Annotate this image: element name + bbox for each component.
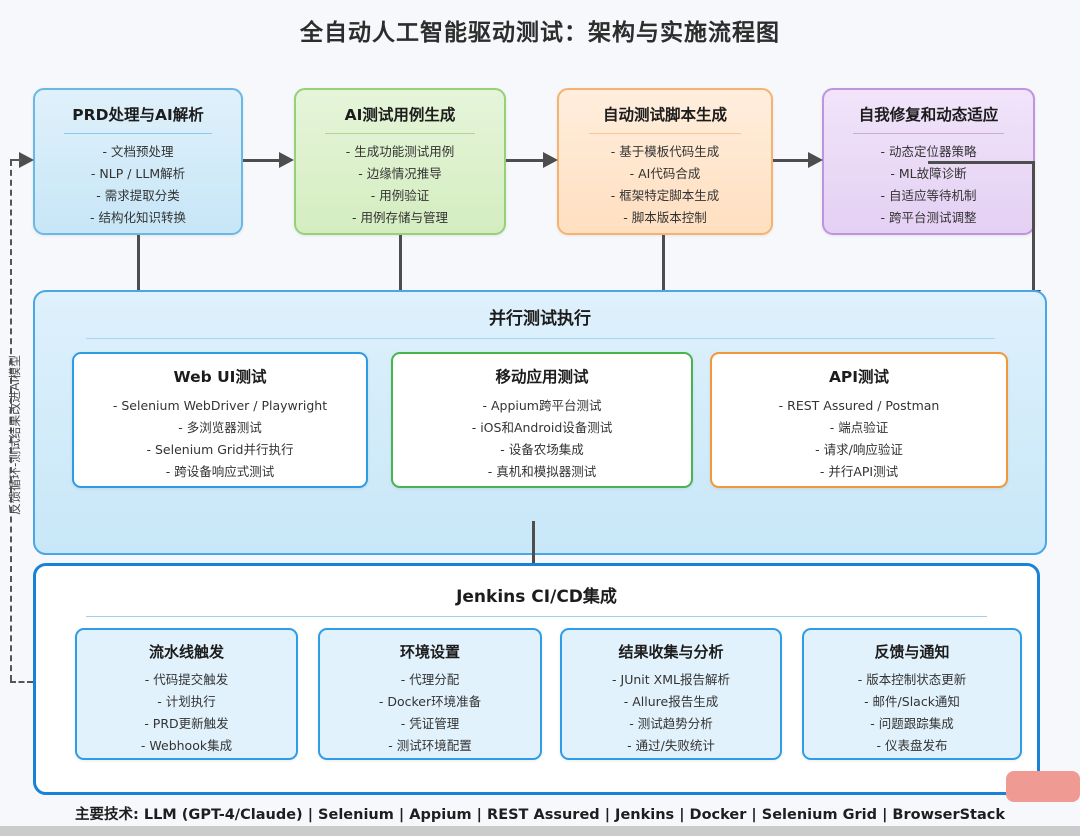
list-item: - 结构化知识转换 (90, 210, 186, 225)
list-item: - 测试环境配置 (388, 738, 472, 753)
list-item: - 文档预处理 (102, 144, 174, 159)
list-item: - REST Assured / Postman (778, 398, 940, 413)
list-item: - 需求提取分类 (96, 188, 180, 203)
results-analysis-box: 结果收集与分析 - JUnit XML报告解析 - Allure报告生成 - 测… (560, 628, 782, 760)
list-item: - 跨设备响应式测试 (165, 464, 275, 479)
list-item: - NLP / LLM解析 (90, 166, 186, 181)
self-healing-title: 自我修复和动态适应 (858, 106, 999, 124)
list-item: - 自适应等待机制 (880, 188, 977, 203)
arrow-line (243, 159, 280, 162)
list-item: - 基于模板代码生成 (610, 144, 720, 159)
pipeline-trigger-title: 流水线触发 (148, 643, 224, 661)
arrow-line (506, 159, 545, 162)
prd-parsing-title: PRD处理与AI解析 (72, 106, 204, 124)
list-item: - 通过/失败统计 (627, 738, 715, 753)
list-item: - 版本控制状态更新 (857, 672, 967, 687)
list-item: - Selenium WebDriver / Playwright (112, 398, 328, 413)
list-item: - Allure报告生成 (623, 694, 719, 709)
list-item: - Webhook集成 (140, 738, 233, 753)
mobile-testing-box: 移动应用测试 - Appium跨平台测试 - iOS和Android设备测试 -… (391, 352, 693, 488)
page-title: 全自动人工智能驱动测试：架构与实施流程图 (300, 20, 780, 46)
arrow-line (137, 235, 140, 297)
mobile-testing-title: 移动应用测试 (495, 368, 589, 386)
list-item: - 边缘情况推导 (358, 166, 442, 181)
list-item: - 框架特定脚本生成 (610, 188, 720, 203)
list-item: - 设备农场集成 (500, 442, 584, 457)
api-testing-title: API测试 (828, 368, 890, 386)
list-item: - 动态定位器策略 (880, 144, 977, 159)
list-item: - Selenium Grid并行执行 (146, 442, 294, 457)
title-underline (325, 133, 475, 134)
watermark-shape (1006, 771, 1080, 802)
script-gen-title: 自动测试脚本生成 (602, 106, 727, 124)
list-item: - 测试趋势分析 (629, 716, 713, 731)
list-item: - JUnit XML报告解析 (612, 672, 730, 687)
list-item: - iOS和Android设备测试 (471, 420, 613, 435)
list-item: - 脚本版本控制 (623, 210, 707, 225)
arrow-right-icon (808, 152, 823, 168)
section-underline (86, 616, 987, 617)
list-item: - 用例存储与管理 (352, 210, 448, 225)
web-ui-testing-box: Web UI测试 - Selenium WebDriver / Playwrig… (72, 352, 368, 488)
list-item: - 计划执行 (157, 694, 216, 709)
title-underline (63, 133, 213, 134)
arrow-line (928, 161, 1035, 164)
title-underline (588, 133, 742, 134)
arrow-right-icon (279, 152, 294, 168)
tech-stack-footer: 主要技术: LLM (GPT-4/Claude) | Selenium | Ap… (74, 807, 1006, 823)
feedback-loop-line (10, 160, 12, 681)
arrow-line (399, 235, 402, 297)
api-testing-box: API测试 - REST Assured / Postman - 端点验证 - … (710, 352, 1008, 488)
list-item: - Appium跨平台测试 (482, 398, 602, 413)
list-item: - 请求/响应验证 (815, 442, 903, 457)
arrow-line (532, 521, 535, 565)
script-gen-box: 自动测试脚本生成 - 基于模板代码生成 - AI代码合成 - 框架特定脚本生成 … (557, 88, 773, 235)
list-item: - 跨平台测试调整 (880, 210, 977, 225)
results-analysis-title: 结果收集与分析 (618, 643, 724, 661)
parallel-execution-title: 并行测试执行 (489, 309, 591, 329)
web-ui-testing-title: Web UI测试 (173, 368, 267, 386)
list-item: - 代码提交触发 (144, 672, 229, 687)
section-underline (85, 338, 995, 339)
list-item: - PRD更新触发 (144, 716, 229, 731)
feedback-loop-label: 反馈循环-测试结果改进AI模型 (8, 354, 22, 516)
ai-testcase-title: AI测试用例生成 (344, 106, 456, 124)
list-item: - AI代码合成 (629, 166, 701, 181)
title-underline (853, 133, 1004, 134)
list-item: - 多浏览器测试 (178, 420, 262, 435)
list-item: - 并行API测试 (819, 464, 899, 479)
pipeline-trigger-box: 流水线触发 - 代码提交触发 - 计划执行 - PRD更新触发 - Webhoo… (75, 628, 298, 760)
list-item: - 生成功能测试用例 (345, 144, 455, 159)
feedback-notification-box: 反馈与通知 - 版本控制状态更新 - 邮件/Slack通知 - 问题跟踪集成 -… (802, 628, 1022, 760)
list-item: - Docker环境准备 (378, 694, 482, 709)
arrow-line (662, 235, 665, 297)
list-item: - 凭证管理 (400, 716, 460, 731)
list-item: - 问题跟踪集成 (870, 716, 954, 731)
arrow-right-icon (19, 152, 34, 168)
jenkins-cicd-title: Jenkins CI/CD集成 (456, 587, 617, 607)
arrow-line (1032, 161, 1035, 291)
list-item: - 用例验证 (370, 188, 430, 203)
environment-setup-box: 环境设置 - 代理分配 - Docker环境准备 - 凭证管理 - 测试环境配置 (318, 628, 542, 760)
list-item: - 仪表盘发布 (876, 738, 948, 753)
list-item: - 邮件/Slack通知 (864, 694, 960, 709)
ai-testcase-box: AI测试用例生成 - 生成功能测试用例 - 边缘情况推导 - 用例验证 - 用例… (294, 88, 506, 235)
feedback-loop-line (10, 159, 22, 161)
bottom-gray-band (0, 826, 1080, 836)
arrow-right-icon (543, 152, 558, 168)
arrow-line (773, 159, 809, 162)
feedback-notification-title: 反馈与通知 (874, 643, 950, 661)
feedback-loop-line (10, 681, 33, 683)
list-item: - ML故障诊断 (890, 166, 967, 181)
environment-setup-title: 环境设置 (399, 643, 460, 661)
list-item: - 代理分配 (400, 672, 460, 687)
prd-parsing-box: PRD处理与AI解析 - 文档预处理 - NLP / LLM解析 - 需求提取分… (33, 88, 243, 235)
list-item: - 端点验证 (829, 420, 889, 435)
list-item: - 真机和模拟器测试 (487, 464, 597, 479)
